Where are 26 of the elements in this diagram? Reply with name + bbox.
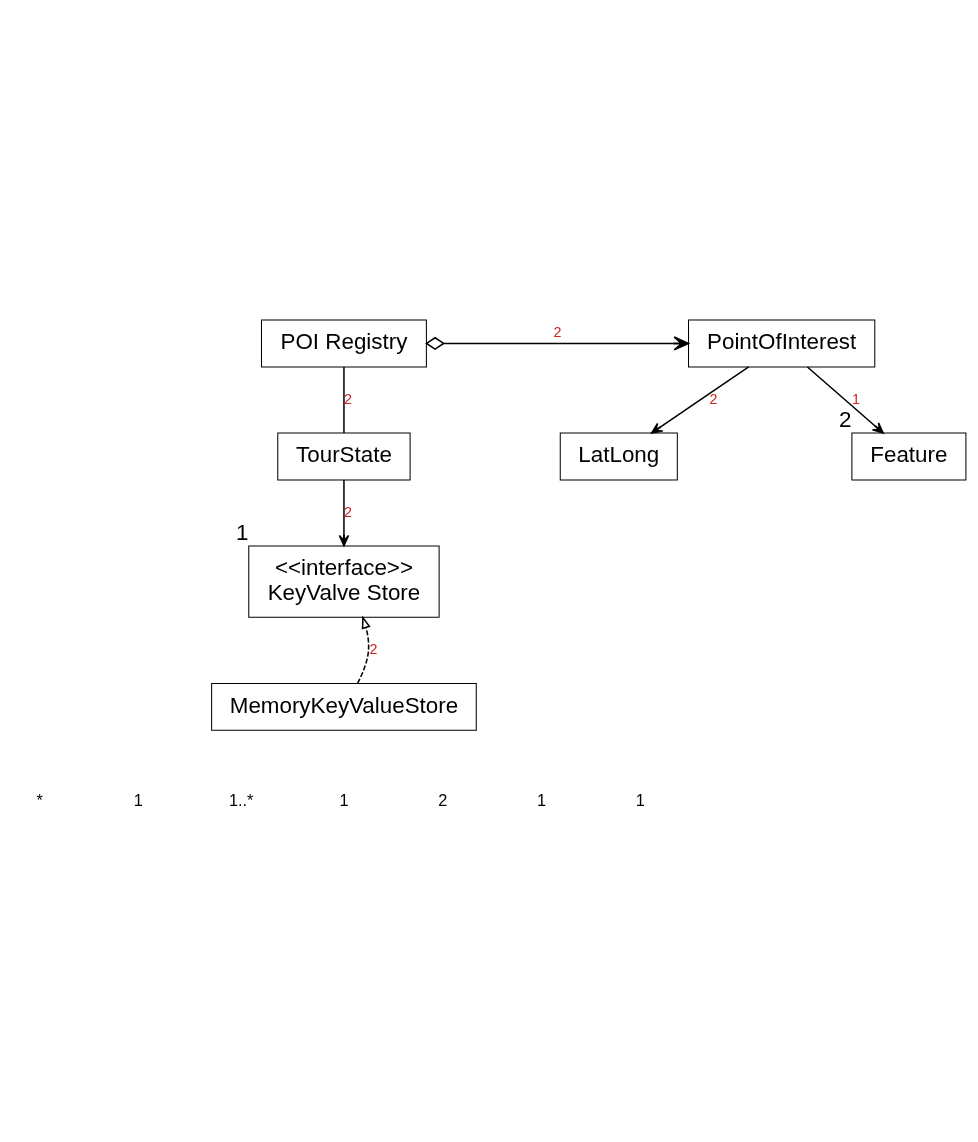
label: * xyxy=(36,790,43,809)
node-box: POI Registry xyxy=(261,319,427,367)
arrow xyxy=(338,478,350,546)
node-box: LatLong xyxy=(559,432,678,480)
label: 2 xyxy=(438,790,448,809)
edge-label: 2 xyxy=(553,323,562,340)
label: 1 xyxy=(133,790,143,809)
edge-label: 1 xyxy=(851,390,860,407)
node-box: PointOfInterest xyxy=(688,319,876,367)
node-label: 2 xyxy=(839,406,852,432)
label: 1..* xyxy=(228,790,254,809)
edge-label: 2 xyxy=(369,640,378,657)
node-box: TourState xyxy=(277,432,411,480)
node-label: 1 xyxy=(235,519,249,545)
label: 1 xyxy=(339,790,349,809)
node-box: <<interface>> KeyValve Store xyxy=(248,545,440,618)
arrow xyxy=(425,335,690,351)
label: 1 xyxy=(635,790,645,809)
edge-label: 2 xyxy=(709,390,718,407)
node-box: MemoryKeyValueStore xyxy=(211,682,477,731)
label: 1 xyxy=(536,790,546,809)
arrow xyxy=(806,365,884,434)
node-box: Feature xyxy=(851,432,967,480)
arrow xyxy=(356,614,371,684)
connector xyxy=(343,365,345,434)
arrow xyxy=(650,365,750,434)
